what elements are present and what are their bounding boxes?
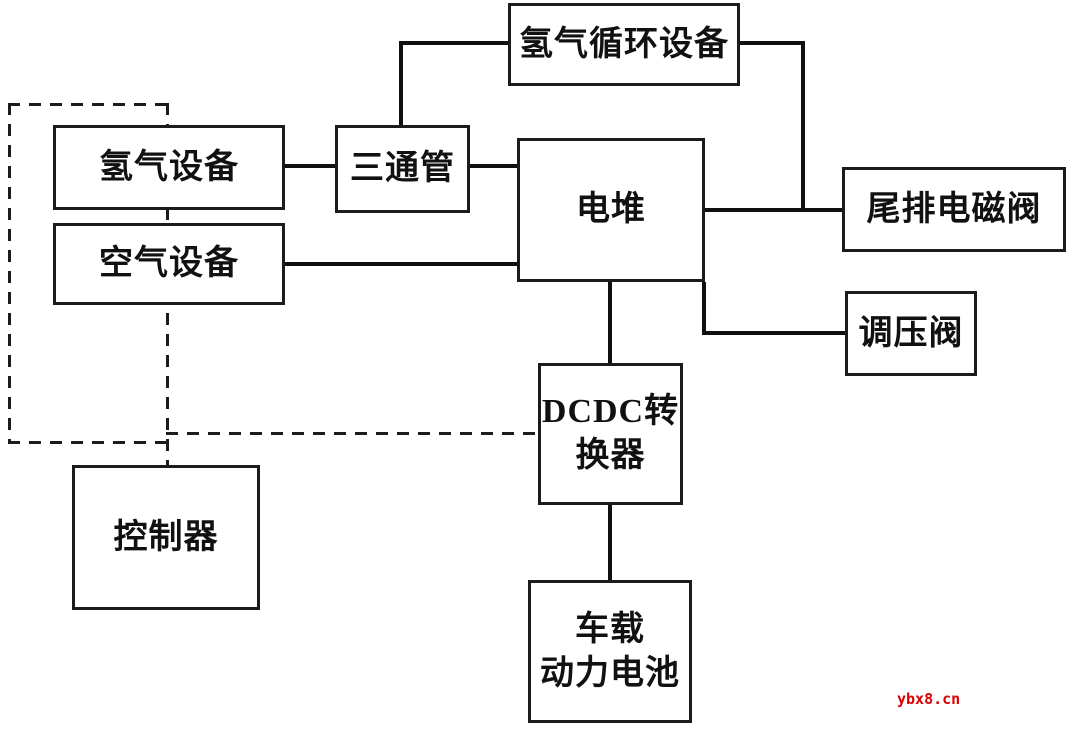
connector-stack-to-pressurevalve-horizontal: [702, 331, 845, 335]
node-air-equipment: 空气设备: [53, 223, 285, 305]
connector-h2circulation-down-to-tailvalve-line: [801, 41, 805, 212]
node-label: 电堆: [576, 191, 646, 229]
dashed-rect-top-edge: [8, 103, 169, 106]
connector-teepipe-to-stack: [470, 164, 517, 168]
node-label: 调压阀: [858, 314, 964, 352]
connector-stack-to-tailvalve: [705, 208, 842, 212]
connector-h2circulation-left-horizontal: [399, 41, 508, 45]
node-vehicle-power-battery: 车载 动力电池: [528, 580, 692, 723]
node-hydrogen-equipment: 氢气设备: [53, 125, 285, 210]
dashed-rect-bottom-edge: [8, 441, 169, 444]
connector-stack-to-pressurevalve-vertical: [702, 282, 706, 335]
node-hydrogen-circulation-equipment: 氢气循环设备: [508, 3, 740, 86]
node-label: 三通管: [350, 150, 455, 188]
node-label: 控制器: [113, 518, 219, 556]
dashed-rect-left-edge: [8, 103, 11, 444]
node-tee-pipe: 三通管: [335, 125, 470, 213]
dashed-connector-controller-to-dcdc: [166, 432, 538, 435]
watermark-text: ybx8.cn: [897, 690, 961, 708]
node-label: 氢气循环设备: [519, 25, 729, 63]
node-label: DCDC转 换器: [541, 393, 680, 474]
node-label: 车载 动力电池: [540, 610, 680, 692]
node-fuel-cell-stack: 电堆: [517, 138, 705, 282]
node-label: 空气设备: [99, 245, 239, 283]
node-controller: 控制器: [72, 465, 260, 610]
node-tail-exhaust-solenoid-valve: 尾排电磁阀: [842, 167, 1066, 252]
connector-stack-to-dcdc: [608, 282, 612, 363]
node-dcdc-converter: DCDC转 换器: [538, 363, 683, 505]
node-label: 氢气设备: [99, 148, 239, 186]
connector-h2circulation-to-teepipe-vertical: [399, 41, 403, 127]
node-label: 尾排电磁阀: [866, 190, 1042, 228]
connector-h2circulation-right-horizontal: [740, 41, 805, 45]
connector-dcdc-to-battery: [608, 505, 612, 580]
node-pressure-regulating-valve: 调压阀: [845, 291, 977, 376]
connector-airequipment-to-stack: [285, 262, 517, 266]
connector-h2equipment-to-teepipe: [285, 164, 335, 168]
